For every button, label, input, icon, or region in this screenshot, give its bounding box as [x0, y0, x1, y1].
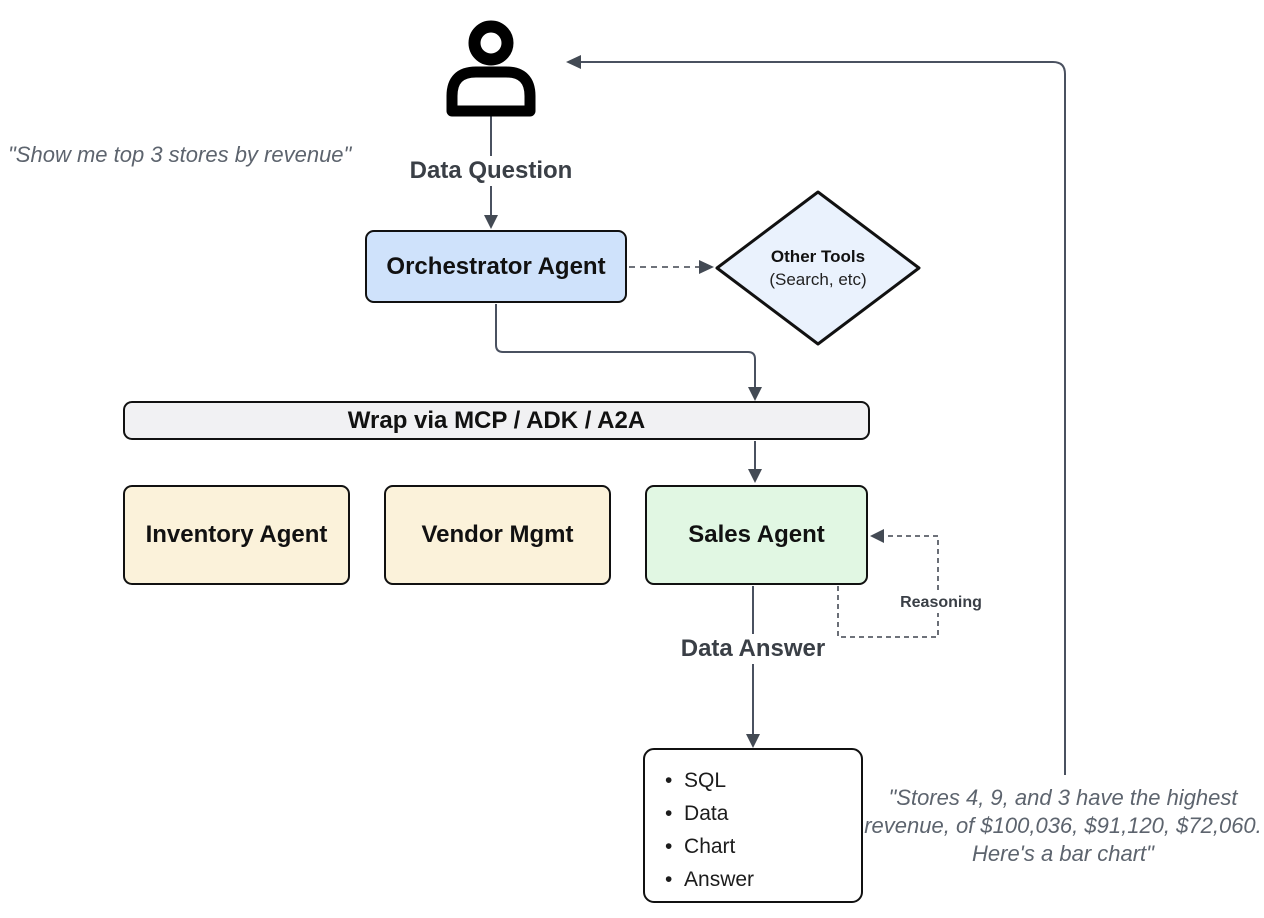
connector-reasoning-loop	[837, 535, 939, 638]
connector-answer-to-user	[577, 61, 1066, 775]
output-item: Data	[665, 797, 861, 830]
output-item: Chart	[665, 830, 861, 863]
user-quote: "Show me top 3 stores by revenue"	[8, 142, 352, 167]
arrowhead-down-output	[746, 734, 760, 748]
output-node: SQL Data Chart Answer	[643, 748, 863, 903]
arrowhead-right-tools	[699, 260, 714, 274]
orchestrator-agent-node: Orchestrator Agent	[365, 230, 627, 303]
output-list: SQL Data Chart Answer	[645, 750, 861, 896]
answer-quote: "Stores 4, 9, and 3 have the highest rev…	[864, 784, 1262, 868]
other-tools-title: Other Tools	[770, 247, 866, 266]
inventory-agent-node: Inventory Agent	[123, 485, 350, 585]
inventory-agent-label: Inventory Agent	[145, 521, 328, 548]
output-item: SQL	[665, 764, 861, 797]
other-tools-subtitle: (Search, etc)	[769, 270, 867, 289]
arrowhead-left-user	[566, 55, 581, 69]
other-tools-node: Other Tools (Search, etc)	[769, 245, 866, 291]
sales-agent-node: Sales Agent	[645, 485, 868, 585]
arrowhead-down-orchestrator	[484, 215, 498, 229]
vendor-mgmt-node: Vendor Mgmt	[384, 485, 611, 585]
data-answer-label: Data Answer	[674, 634, 832, 664]
orchestrator-agent-label: Orchestrator Agent	[386, 252, 606, 280]
vendor-mgmt-label: Vendor Mgmt	[421, 521, 574, 548]
output-item: Answer	[665, 863, 861, 896]
arrowhead-down-wrapbar	[748, 387, 762, 401]
answer-quote-line: Here's a bar chart"	[972, 841, 1154, 866]
arrowhead-left-reasoning	[870, 529, 884, 543]
other-tools-diamond-shape	[715, 190, 921, 346]
answer-quote-line: "Stores 4, 9, and 3 have the highest	[888, 785, 1238, 810]
sales-agent-label: Sales Agent	[688, 521, 825, 548]
data-question-label: Data Question	[403, 156, 579, 186]
reasoning-label: Reasoning	[894, 593, 988, 613]
wrap-bar-node: Wrap via MCP / ADK / A2A	[123, 401, 870, 440]
wrap-bar-label: Wrap via MCP / ADK / A2A	[347, 406, 646, 434]
connector-orchestrator-to-wrapbar	[495, 304, 756, 390]
arrowhead-down-sales	[748, 469, 762, 483]
person-icon	[446, 20, 536, 117]
answer-quote-line: revenue, of $100,036, $91,120, $72,060.	[864, 813, 1262, 838]
